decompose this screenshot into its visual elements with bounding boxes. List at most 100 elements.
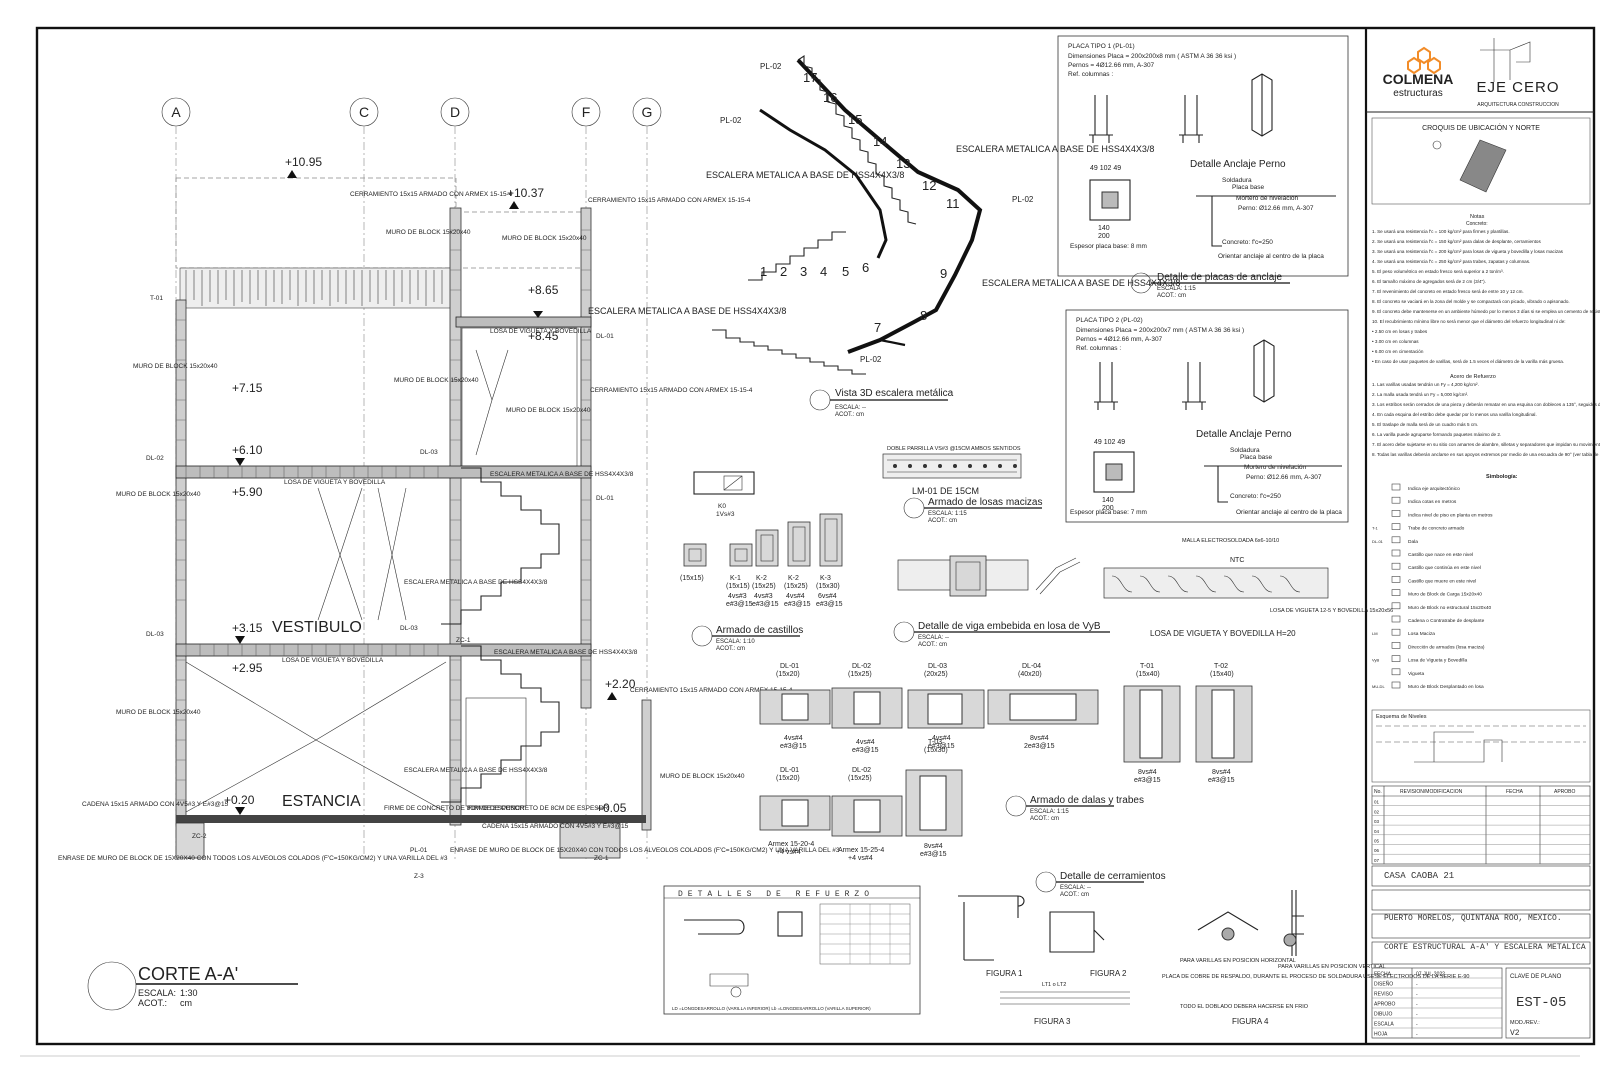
svg-text:CLAVE DE PLANO: CLAVE DE PLANO — [1510, 974, 1562, 980]
svg-text:ZC-1: ZC-1 — [456, 637, 471, 644]
legend-symbol — [1391, 681, 1401, 689]
svg-text:Espesor placa base: 7 mm: Espesor placa base: 7 mm — [1070, 509, 1147, 516]
note-line: 7. El revenimiento del concreto en estad… — [1372, 289, 1524, 294]
svg-text:EJE CERO: EJE CERO — [1476, 79, 1559, 96]
legend-symbol — [1391, 562, 1401, 570]
wall-axis-a — [175, 299, 187, 826]
legend-symbol — [1391, 496, 1401, 504]
legend-item: Vigueta — [1408, 671, 1425, 677]
revision-row: 06 — [1374, 848, 1380, 853]
svg-text:200: 200 — [1102, 505, 1114, 512]
dala-dl01-armex: DL-01(15x20) Armex 15-20-4+4 vs#4 — [759, 767, 831, 856]
legend-code: DL-01 — [1372, 539, 1384, 544]
svg-text:+4 vs#4: +4 vs#4 — [848, 855, 873, 862]
svg-text:e#3@15: e#3@15 — [1134, 777, 1161, 784]
ground-slab — [176, 815, 646, 823]
svg-text:LT1 o LT2: LT1 o LT2 — [1042, 982, 1066, 988]
steel-note-line: 6. La varilla puede agruparse formando p… — [1372, 432, 1501, 437]
castillo-k2a: K-2 (15x25) 4vs#3 e#3@15 — [752, 529, 779, 608]
svg-text:e#3@15: e#3@15 — [852, 747, 879, 754]
revision-table: No. REVISION/MODIFICACION FECHA APROBO 0… — [1371, 785, 1591, 865]
svg-text:DL-01: DL-01 — [780, 767, 799, 774]
svg-text:LD =LONGDESARROLLO (VARILLA IN: LD =LONGDESARROLLO (VARILLA INFERIOR) Lb… — [672, 1006, 871, 1011]
svg-text:Detalle Anclaje Perno: Detalle Anclaje Perno — [1190, 159, 1286, 170]
legend-code: LM — [1372, 631, 1378, 636]
section-a-a: +10.95 +10.37 +8.65 +8.45 +7.15 +6.10 +5… — [58, 155, 840, 1011]
svg-text:MURO DE BLOCK 15x20x40: MURO DE BLOCK 15x20x40 — [506, 407, 591, 414]
svg-text:Perno: Ø12.66 mm, A-307: Perno: Ø12.66 mm, A-307 — [1246, 474, 1322, 481]
svg-text:K-2: K-2 — [756, 575, 767, 582]
svg-text:(15x20): (15x20) — [776, 671, 800, 678]
meta-value: - — [1416, 992, 1418, 998]
castillo-k3: K-3 (15x30) 6vs#4 e#3@15 — [816, 513, 843, 608]
svg-text:(15x20): (15x20) — [776, 775, 800, 782]
legend-code: T-1 — [1372, 526, 1379, 531]
svg-text:+10.37: +10.37 — [507, 186, 544, 200]
svg-text:ZC-1: ZC-1 — [594, 855, 609, 862]
axis-bubble-F: F — [571, 97, 601, 860]
legend-title: Simbología: — [1486, 474, 1518, 480]
svg-text:T-03: T-03 — [928, 739, 942, 746]
note-line: 9. El concreto debe mantenerse en un amb… — [1372, 309, 1600, 314]
svg-text:Orientar anclaje al centro de: Orientar anclaje al centro de la placa — [1218, 253, 1324, 260]
svg-text:Concreto:: Concreto: — [1466, 221, 1488, 227]
svg-text:DL-01: DL-01 — [596, 333, 614, 340]
meta-value: - — [1416, 1002, 1418, 1008]
svg-text:PL-02: PL-02 — [860, 355, 882, 364]
meta-key: FECHA — [1374, 972, 1392, 978]
castillo-k0: (15x15) — [680, 543, 707, 582]
svg-text:K-1: K-1 — [730, 575, 741, 582]
revision-row: 01 — [1374, 800, 1380, 805]
svg-text:DL-03: DL-03 — [400, 625, 418, 632]
location-map-icon — [1459, 139, 1507, 193]
sheet-title: CORTE ESTRUCTURAL A-A' Y ESCALERA METALI… — [1384, 943, 1586, 952]
svg-text:K-2: K-2 — [788, 575, 799, 582]
legend-code: VyB — [1372, 658, 1380, 663]
svg-text:(15x25): (15x25) — [784, 583, 808, 590]
svg-text:estructuras: estructuras — [1393, 88, 1442, 99]
svg-text:Esquema de Niveles: Esquema de Niveles — [1376, 714, 1427, 720]
svg-text:(15x30): (15x30) — [816, 583, 840, 590]
svg-text:cm: cm — [180, 998, 192, 1008]
beam-reinforcement: DL-01(15x20) 4vs#4e#3@15 DL-02(15x25) 4v… — [759, 663, 1253, 862]
svg-text:ESCALERA METALICA A BASE DE HS: ESCALERA METALICA A BASE DE HSS4X4X3/8 — [404, 579, 548, 586]
svg-text:(15x15): (15x15) — [726, 583, 750, 590]
slab-level-8 — [455, 316, 592, 328]
legend-symbol — [1391, 549, 1401, 557]
svg-text:Detalle de cerramientos: Detalle de cerramientos — [1060, 871, 1166, 882]
svg-text:CERRAMIENTO 15x15 ARMADO CON A: CERRAMIENTO 15x15 ARMADO CON ARMEX 15-15… — [590, 387, 753, 394]
svg-text:3: 3 — [800, 264, 807, 279]
svg-text:APROBO: APROBO — [1554, 789, 1576, 795]
note-line: 8. El concreto se vaciará en la zona del… — [1372, 299, 1570, 304]
svg-text:8vs#4: 8vs#4 — [1030, 735, 1049, 742]
svg-text:(20x25): (20x25) — [924, 671, 948, 678]
general-notes: Notas Concreto: 1. Se usará una resisten… — [1372, 214, 1600, 364]
svg-text:4: 4 — [820, 264, 827, 279]
svg-text:Armado de dalas y trabes: Armado de dalas y trabes — [1030, 795, 1144, 806]
svg-text:9: 9 — [940, 266, 947, 281]
slab-level-6 — [175, 465, 592, 479]
legend-symbol — [1391, 589, 1401, 596]
svg-text:DL-02: DL-02 — [146, 455, 164, 462]
svg-text:e#3@15: e#3@15 — [816, 601, 843, 608]
svg-text:+0.05: +0.05 — [596, 801, 627, 815]
svg-text:ESCALERA METALICA A BASE DE HS: ESCALERA METALICA A BASE DE HSS4X4X3/8 — [982, 278, 1180, 288]
svg-text:ESCALA: --: ESCALA: -- — [1060, 885, 1091, 891]
svg-text:140: 140 — [1098, 225, 1110, 232]
reinforcement-details-table: DETALLES DE REFUERZO LD =LONGDESARROLLO … — [663, 885, 921, 1015]
legend-item: Indica cotas en metros — [1408, 499, 1457, 505]
joist-slab-detail: MALLA ELECTROSOLDADA 6x6-10/10 NTC LOSA … — [1103, 538, 1393, 638]
steel-note-line: 5. El traslape de malla será de un cuadr… — [1372, 422, 1478, 427]
svg-text:FIRME DE CONCRETO DE 8CM DE ES: FIRME DE CONCRETO DE 8CM DE ESPESOR — [384, 805, 525, 812]
svg-text:Dimensiones Placa = 200x200x7: Dimensiones Placa = 200x200x7 mm ( ASTM … — [1076, 327, 1244, 334]
svg-text:200: 200 — [1098, 233, 1110, 240]
svg-text:e#3@15: e#3@15 — [726, 601, 753, 608]
svg-text:No.: No. — [1374, 789, 1382, 795]
section-callouts: CERRAMIENTO 15x15 ARMADO CON ARMEX 15-15… — [58, 191, 840, 880]
svg-text:e#3@15: e#3@15 — [780, 743, 807, 750]
svg-text:+8.45: +8.45 — [528, 329, 559, 343]
svg-text:PARA VARILLAS EN POSICION VERT: PARA VARILLAS EN POSICION VERTICAL — [1278, 964, 1386, 970]
steel-note-line: 3. Los estribos serán cerrados de una pi… — [1372, 402, 1600, 407]
svg-text:1:30: 1:30 — [180, 988, 198, 998]
